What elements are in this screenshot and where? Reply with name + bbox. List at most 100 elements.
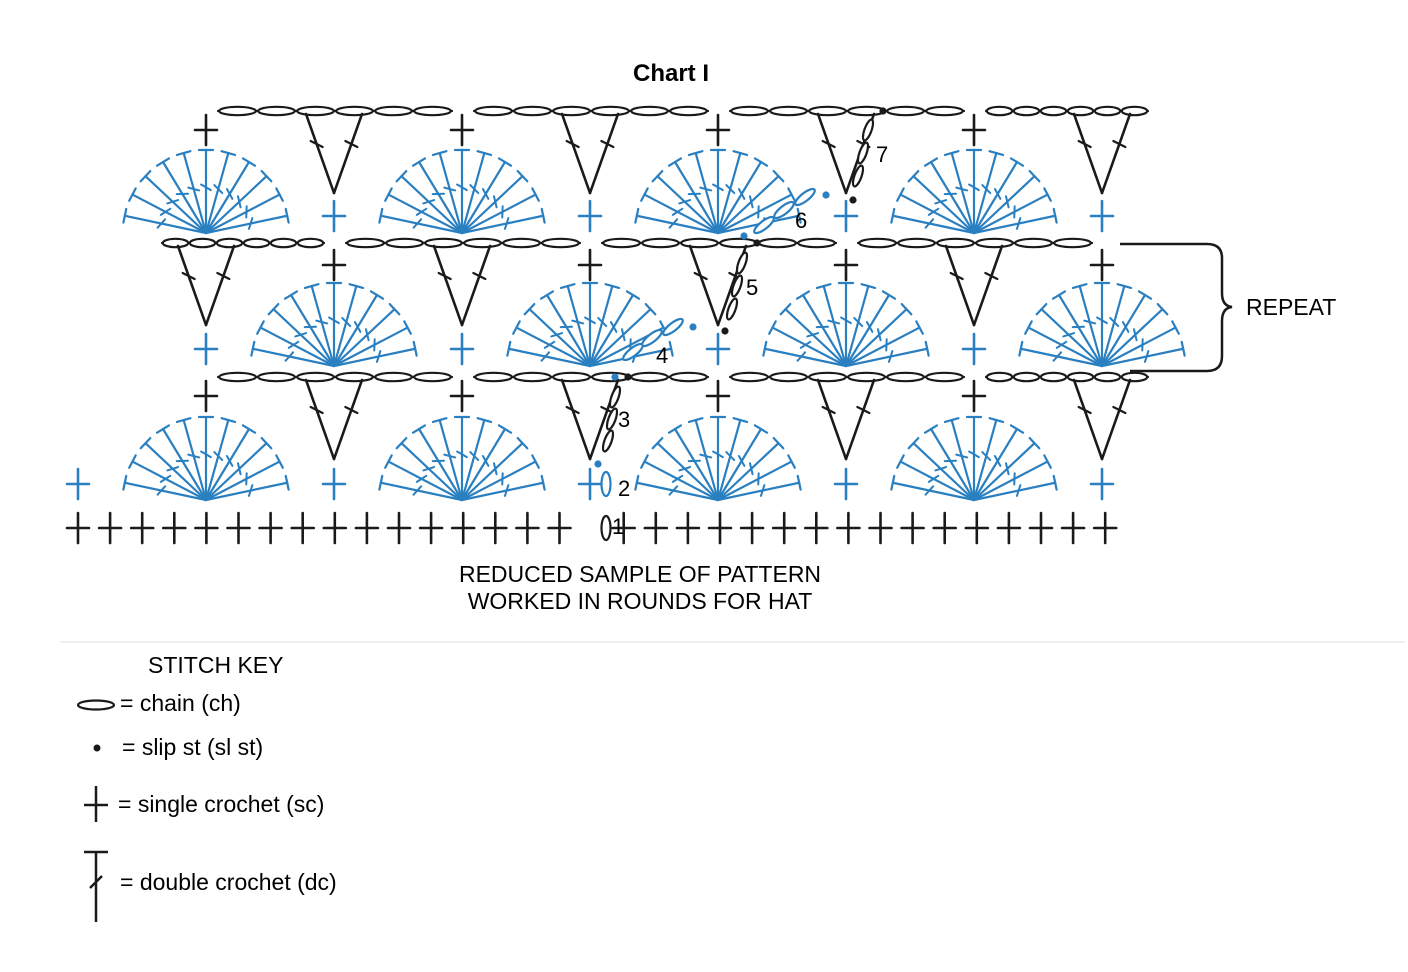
- stitch-stroke: [972, 481, 1057, 502]
- stitch-stroke: [379, 214, 464, 235]
- stitch-stroke: [304, 112, 336, 195]
- stitch-stroke: [369, 290, 385, 300]
- chain-stitch: [552, 105, 591, 117]
- stitch-stroke: [155, 424, 171, 434]
- stitch-stroke: [635, 214, 720, 235]
- stitch-stroke: [972, 175, 1036, 235]
- stitch-stroke: [644, 302, 657, 316]
- dc-shell-fan: [890, 415, 1058, 502]
- stitch-stroke: [1015, 484, 1022, 497]
- chain-stitch: [591, 371, 630, 383]
- stitch-stroke: [844, 308, 908, 368]
- stitch-stroke: [1043, 454, 1052, 469]
- single-crochet-stitch: [547, 511, 572, 545]
- stitch-stroke: [204, 175, 268, 235]
- stitch-stroke: [200, 183, 212, 192]
- single-crochet-stitch: [707, 511, 733, 545]
- stitch-stroke: [328, 316, 340, 325]
- stitch-stroke: [584, 316, 596, 325]
- chain-stitch: [513, 105, 552, 117]
- chain-stitch: [769, 105, 808, 117]
- stitch-stroke: [175, 417, 192, 424]
- stitch-stroke: [497, 157, 513, 167]
- stitch-stroke: [620, 328, 626, 342]
- stitch-stroke: [284, 351, 295, 362]
- stitch-stroke: [881, 290, 897, 300]
- stitch-stroke: [412, 218, 423, 229]
- stitch-stroke: [1019, 347, 1104, 368]
- stitch-stroke: [512, 320, 521, 335]
- single-crochet-stitch: [836, 511, 861, 545]
- single-crochet-stitch: [996, 511, 1022, 545]
- stitch-stroke: [725, 451, 736, 462]
- chain-row: [856, 237, 1094, 249]
- stitch-stroke: [216, 271, 231, 281]
- stitch-stroke: [943, 150, 960, 157]
- stitch-stroke: [1100, 112, 1132, 195]
- stitch-stroke: [225, 455, 234, 467]
- turning-chain: [856, 141, 870, 165]
- turning-chain: [600, 470, 612, 498]
- stitch-stroke: [771, 326, 848, 368]
- slip-stitch-dot: [822, 191, 830, 199]
- stitch-stroke: [559, 283, 576, 290]
- double-crochet-v-pair: [560, 112, 620, 195]
- stitch-stroke: [796, 207, 802, 224]
- stitch-stroke: [687, 417, 704, 424]
- single-crochet-stitch: [868, 511, 893, 545]
- slip-stitch-dot: [879, 107, 887, 115]
- stitch-stroke: [732, 150, 749, 157]
- stitch-stroke: [972, 460, 1049, 502]
- stitch-stroke: [460, 151, 486, 235]
- stitch-stroke: [944, 244, 976, 327]
- single-crochet-stitch: [193, 379, 219, 413]
- stitch-stroke: [972, 427, 1019, 502]
- single-crochet-stitch: [803, 511, 829, 545]
- stitch-stroke: [900, 302, 913, 316]
- chain-row: [984, 371, 1150, 383]
- stitch-stroke: [768, 320, 777, 335]
- stitch-stroke: [1024, 320, 1033, 335]
- single-crochet-stitch: [961, 113, 987, 147]
- chain-stitch: [257, 371, 296, 383]
- stitch-stroke: [643, 193, 720, 235]
- chain-stitch: [424, 237, 463, 249]
- stitch-stroke: [144, 175, 208, 235]
- chain-row: [600, 237, 838, 249]
- stitch-stroke: [287, 340, 300, 349]
- stitch-stroke: [415, 207, 428, 216]
- chain-stitch: [513, 371, 552, 383]
- stitch-stroke: [289, 293, 336, 368]
- chain-stitch: [296, 371, 335, 383]
- stitch-stroke: [816, 112, 848, 195]
- stitch-stroke: [250, 340, 256, 357]
- turning-chain: [605, 407, 619, 431]
- single-crochet-stitch: [932, 511, 958, 545]
- stitch-stroke: [716, 442, 780, 502]
- stitch-stroke: [516, 169, 529, 183]
- stitch-stroke: [1071, 283, 1088, 290]
- stitch-stroke: [460, 460, 537, 502]
- stitch-stroke: [929, 160, 976, 235]
- stitch-stroke: [887, 350, 894, 363]
- single-crochet-stitch: [449, 113, 475, 147]
- stitch-stroke: [303, 283, 320, 290]
- stitch-stroke: [1072, 378, 1104, 461]
- stitch-stroke: [651, 436, 664, 450]
- stitch-key-heading: STITCH KEY: [148, 652, 283, 678]
- stitch-stroke: [310, 284, 336, 368]
- double-crochet-v-pair: [944, 244, 1004, 327]
- chain-stitch: [385, 237, 424, 249]
- stitch-stroke: [923, 424, 939, 434]
- stitch-stroke: [275, 187, 284, 202]
- chain-stitch: [257, 105, 296, 117]
- stitch-stroke: [1055, 340, 1068, 349]
- stitch-stroke: [737, 455, 746, 467]
- stitch-stroke: [821, 405, 836, 415]
- stitch-stroke: [671, 207, 684, 216]
- stitch-stroke: [949, 271, 964, 281]
- stitch-stroke: [344, 139, 359, 149]
- slip-stitch-dot: [753, 239, 761, 247]
- dc-shell-fan: [762, 281, 930, 368]
